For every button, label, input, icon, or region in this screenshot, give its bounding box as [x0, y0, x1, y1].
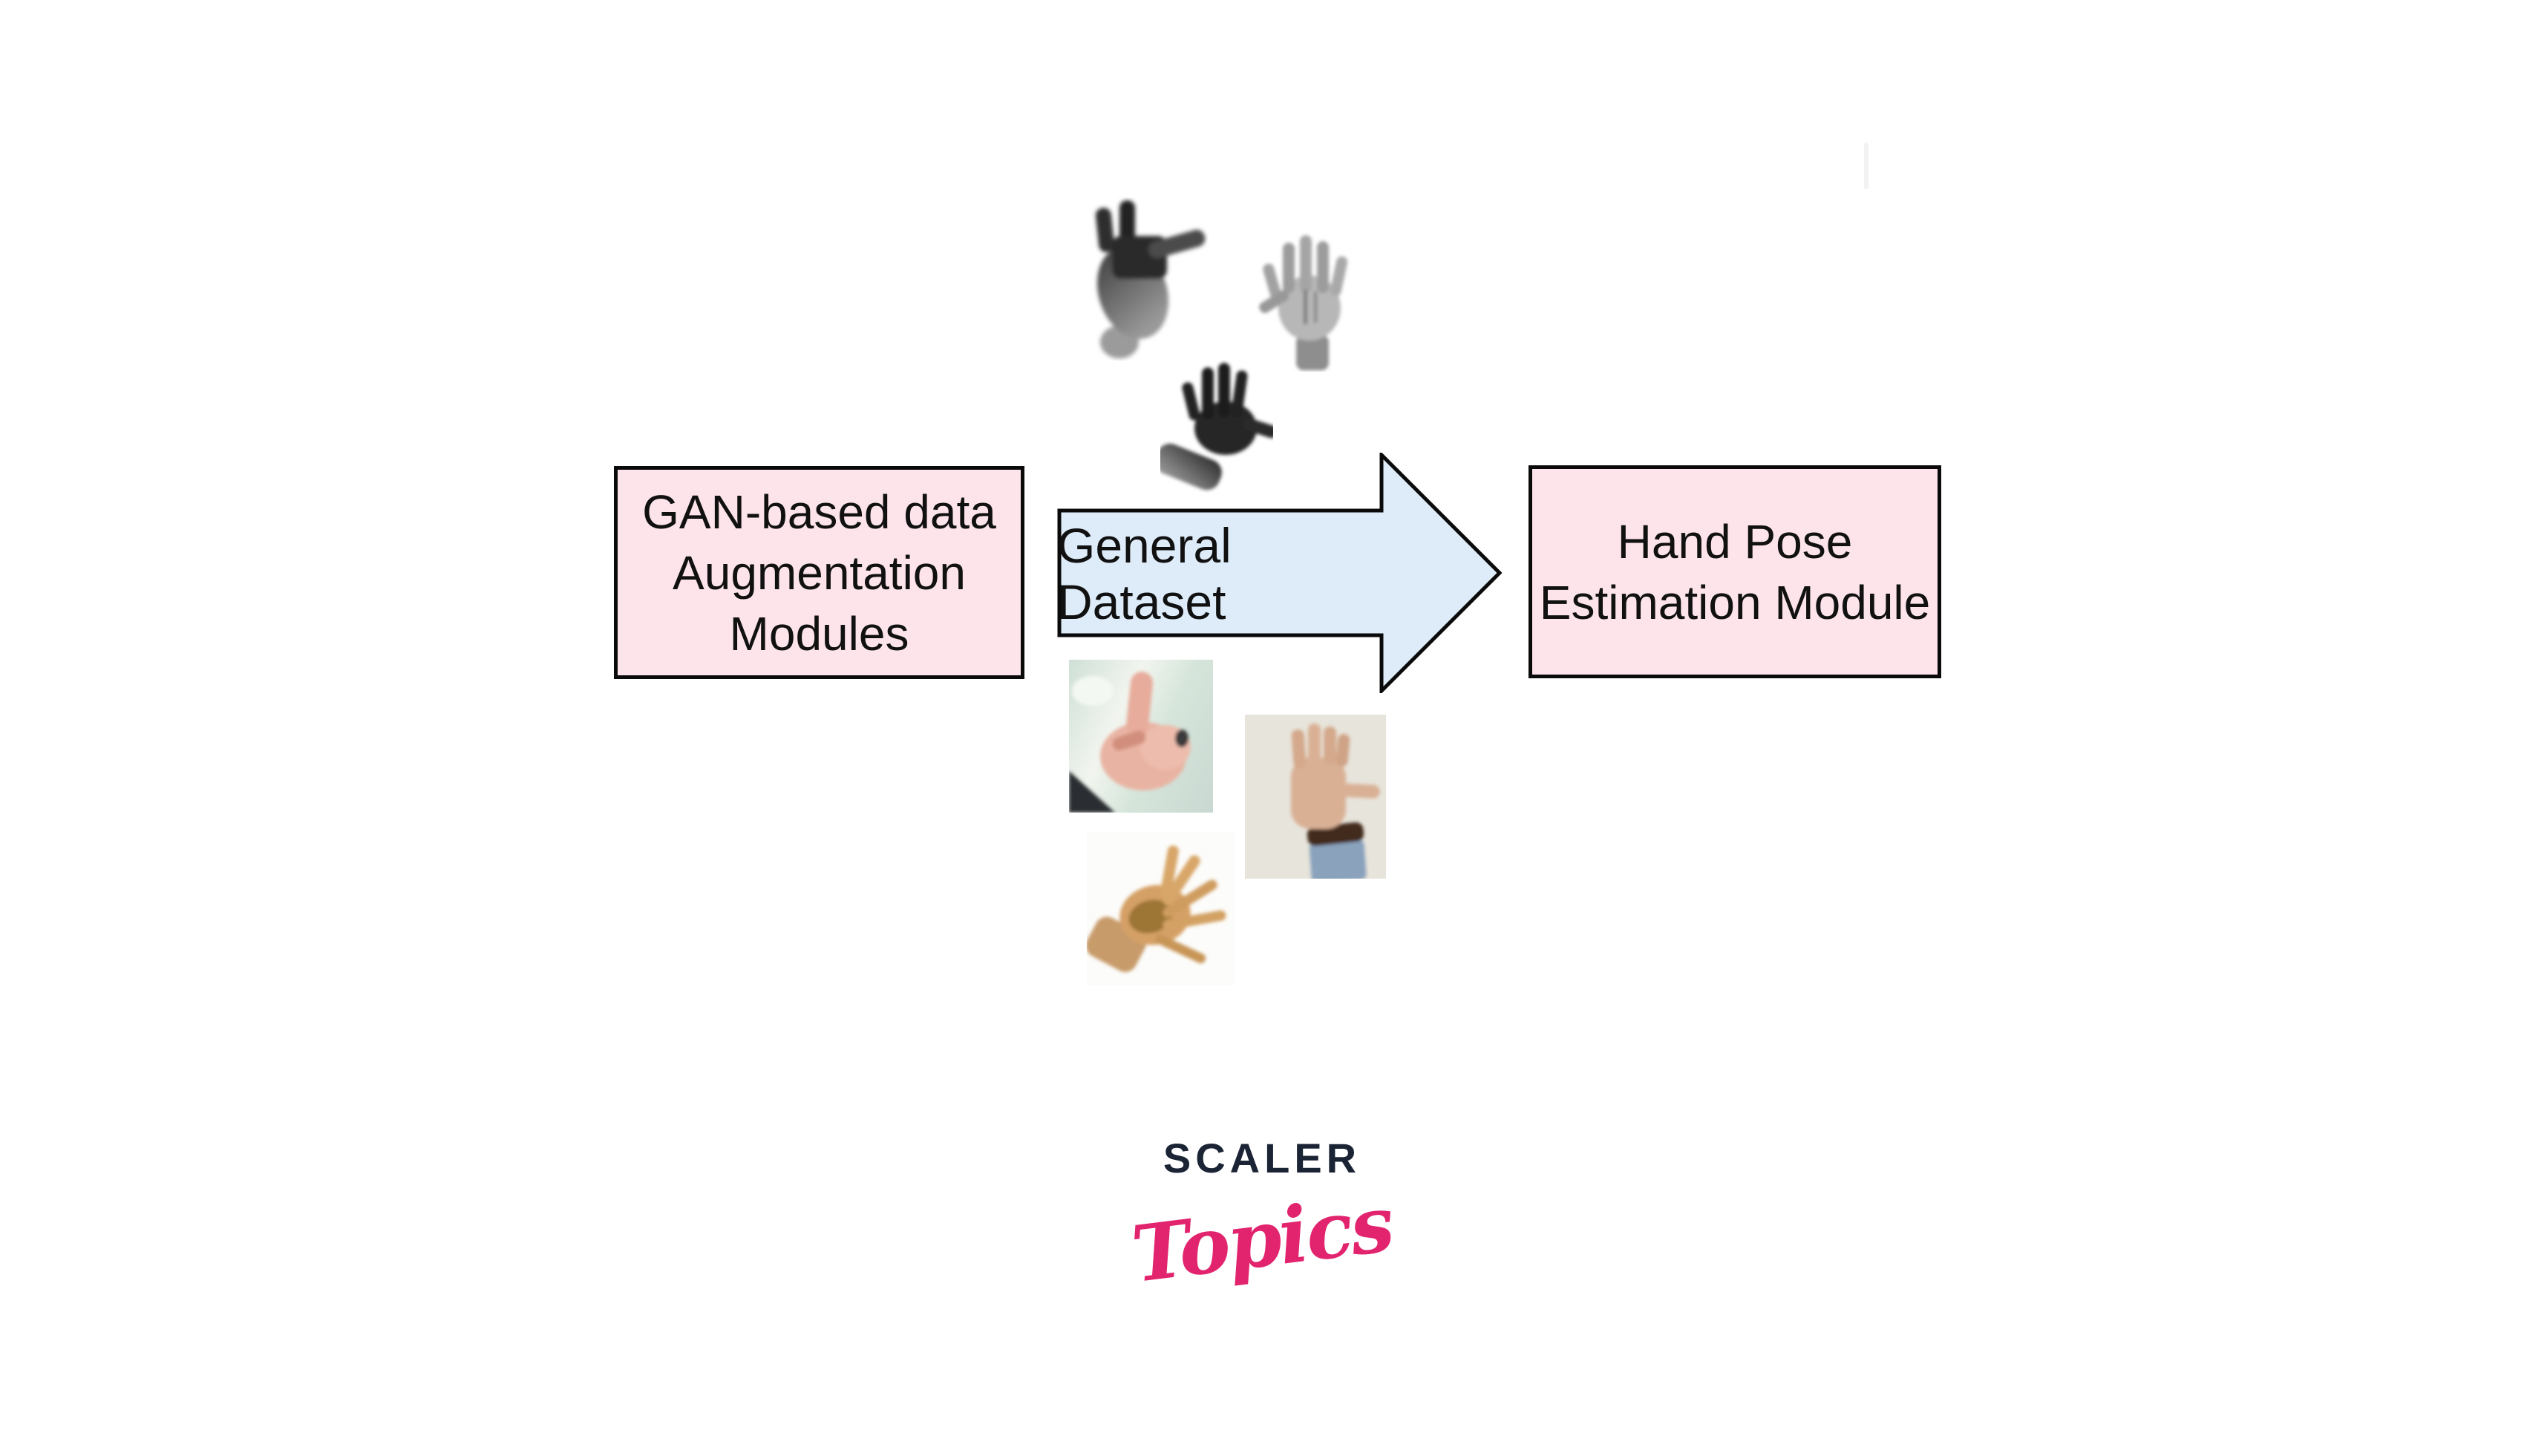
depth-hand-open-light-image — [1259, 235, 1348, 370]
photo-hand-palm-out-shapes — [1291, 724, 1380, 879]
gan-box-line-1: GAN-based data — [642, 485, 996, 539]
scaler-topics-logo: SCALER Topics — [1127, 1134, 1396, 1300]
gan-box-line-3: Modules — [729, 606, 909, 660]
pose-box-line-1: Hand Pose — [1617, 514, 1853, 568]
gan-box-line-2: Augmentation — [673, 545, 966, 600]
depth-hand-open-dark-image — [1160, 363, 1273, 491]
gan-augmentation-box: GAN-based data Augmentation Modules — [614, 466, 1024, 679]
pose-box-line-2: Estimation Module — [1539, 575, 1931, 629]
depth-hand-open-light-shapes — [1259, 235, 1348, 370]
photo-hand-pointing-up-image — [1069, 660, 1213, 813]
hand-pose-estimation-box: Hand Pose Estimation Module — [1529, 465, 1941, 678]
arrow-label: General Dataset — [1057, 518, 1232, 629]
depth-hand-open-dark-shapes — [1160, 363, 1273, 491]
photo-hand-palm-out-image — [1245, 715, 1386, 879]
decorative-line — [1864, 142, 1869, 189]
logo-secondary-text: Topics — [1127, 1178, 1397, 1300]
right-arrow-shape — [1057, 453, 1503, 693]
depth-hand-shaka-image — [1095, 200, 1206, 358]
right-arrow-polygon — [1057, 453, 1503, 693]
photo-hand-pointing-up-shapes — [1069, 672, 1191, 813]
logo-primary-text: SCALER — [1163, 1135, 1361, 1181]
photo-hand-spread-fingers-shapes — [1087, 845, 1226, 972]
photo-hand-spread-fingers-image — [1087, 832, 1235, 986]
depth-hand-shaka-shapes — [1095, 200, 1206, 358]
